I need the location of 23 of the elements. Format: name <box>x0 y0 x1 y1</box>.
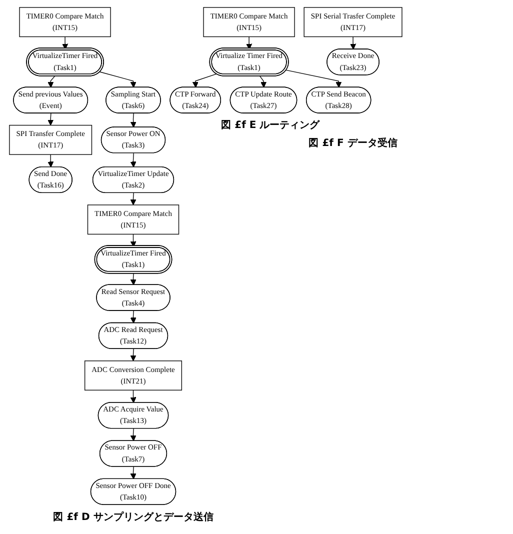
figure-caption: 図 £f E ルーティング <box>221 118 320 132</box>
arrow <box>48 154 54 168</box>
arrow <box>130 152 136 168</box>
arrow <box>130 428 136 442</box>
arrow <box>130 348 136 362</box>
arrow <box>130 390 136 404</box>
arrow <box>130 192 136 206</box>
figure-caption: 図 £f D サンプリングとデータ送信 <box>53 510 214 524</box>
arrow <box>130 466 136 480</box>
arrow <box>130 113 136 128</box>
arrow <box>258 74 267 88</box>
arrow <box>48 113 54 126</box>
arrow <box>130 310 136 324</box>
arrow <box>130 272 136 286</box>
arrow <box>246 36 252 50</box>
arrow <box>62 36 68 50</box>
arrow <box>48 74 56 88</box>
arrow <box>350 36 356 50</box>
arrow <box>130 234 136 248</box>
arrow <box>98 71 136 88</box>
figure-caption: 図 £f F データ受信 <box>308 136 398 150</box>
arrow <box>284 70 342 88</box>
arrow <box>192 73 218 88</box>
